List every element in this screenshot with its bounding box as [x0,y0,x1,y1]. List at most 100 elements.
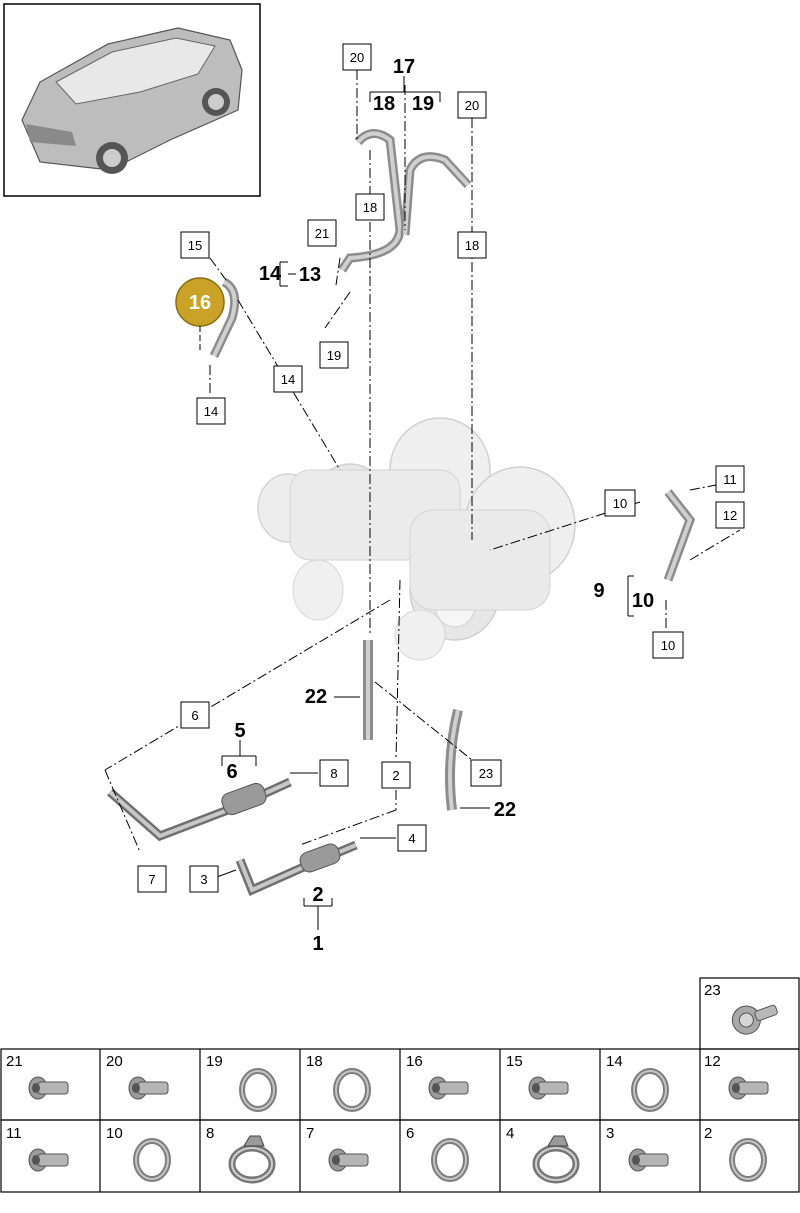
bolt-icon [728,1076,769,1100]
o-ring-icon [336,1071,368,1109]
callout-12[interactable]: 12 [715,501,745,529]
callout-10-top[interactable]: 10 [604,489,636,517]
callout-21[interactable]: 21 [307,219,337,247]
screw-washer-icon [731,1004,778,1035]
bolt-icon [28,1148,69,1172]
callout-10-bottom[interactable]: 10 [652,631,684,659]
turbocharger-assembly [257,417,576,661]
svg-text:19: 19 [206,1053,223,1070]
svg-text:10: 10 [613,496,627,511]
svg-text:6: 6 [191,708,198,723]
svg-text:12: 12 [723,508,737,523]
callout-18-left[interactable]: 18 [355,193,385,221]
parts-cell-20[interactable]: 20 [106,1053,169,1100]
parts-cell-14[interactable]: 14 [606,1053,666,1109]
svg-text:8: 8 [206,1125,214,1142]
svg-text:23: 23 [704,982,721,999]
o-ring-icon [634,1071,666,1109]
bolt-icon [128,1076,169,1100]
callout-4[interactable]: 4 [397,824,427,852]
callout-7[interactable]: 7 [137,865,167,893]
svg-text:15: 15 [506,1053,523,1070]
svg-text:18: 18 [363,200,377,215]
svg-text:2: 2 [704,1125,712,1142]
svg-text:7: 7 [148,872,155,887]
svg-text:21: 21 [315,226,329,241]
parts-cell-12[interactable]: 12 [704,1053,769,1100]
parts-cell-16[interactable]: 16 [406,1053,469,1100]
bolt-icon [28,1076,69,1100]
o-ring-icon [242,1071,274,1109]
parts-cell-3[interactable]: 3 [606,1125,669,1172]
callout-20-top[interactable]: 20 [342,43,372,71]
label-9: 9 [593,580,604,602]
label-13: 13 [299,264,321,286]
pipe-18-19 [338,129,472,273]
label-22-left: 22 [305,686,327,708]
svg-text:10: 10 [661,638,675,653]
hose-clamp-icon [536,1136,576,1180]
callout-19[interactable]: 19 [319,341,349,369]
pipe-10 [663,489,696,582]
svg-text:23: 23 [479,766,493,781]
svg-text:19: 19 [327,348,341,363]
svg-text:11: 11 [723,472,737,487]
parts-cell-21[interactable]: 21 [6,1053,69,1100]
highlight-callout-16[interactable]: 16 [175,277,225,327]
svg-text:18: 18 [306,1053,323,1070]
svg-text:14: 14 [281,372,295,387]
callout-23[interactable]: 23 [470,759,502,787]
callout-11[interactable]: 11 [715,465,745,493]
callout-14-left[interactable]: 14 [196,397,226,425]
parts-cell-2[interactable]: 2 [704,1125,764,1179]
hose-clamp-icon [232,1136,272,1180]
callout-6[interactable]: 6 [180,701,210,729]
svg-text:12: 12 [704,1053,721,1070]
svg-text:16: 16 [189,292,211,314]
o-ring-icon [434,1141,466,1179]
callout-3[interactable]: 3 [189,865,219,893]
svg-text:10: 10 [106,1125,123,1142]
pipe-5-6 [107,777,292,842]
label-14: 14 [259,263,282,285]
parts-table [0,977,800,1193]
parts-cell-23[interactable]: 23 [704,982,781,1038]
pipe-14 [209,277,240,358]
vehicle-icon [21,27,243,174]
svg-text:16: 16 [406,1053,423,1070]
label-18: 18 [373,93,395,115]
callout-14-middle[interactable]: 14 [273,365,303,393]
label-19: 19 [412,93,434,115]
callout-2[interactable]: 2 [381,761,411,789]
parts-cell-19[interactable]: 19 [206,1053,274,1109]
svg-text:21: 21 [6,1053,23,1070]
bolt-icon [428,1076,469,1100]
o-ring-icon [732,1141,764,1179]
svg-text:3: 3 [200,872,207,887]
callout-20-right[interactable]: 20 [457,91,487,119]
parts-cell-15[interactable]: 15 [506,1053,569,1100]
callout-18-right[interactable]: 18 [457,231,487,259]
callout-15[interactable]: 15 [180,231,210,259]
label-6: 6 [226,761,237,783]
parts-cell-6[interactable]: 6 [406,1125,466,1179]
parts-cell-11[interactable]: 11 [6,1125,69,1172]
parts-cell-7[interactable]: 7 [306,1125,369,1172]
svg-text:20: 20 [350,50,364,65]
svg-text:20: 20 [465,98,479,113]
label-10: 10 [632,590,654,612]
parts-cell-18[interactable]: 18 [306,1053,368,1109]
callout-8[interactable]: 8 [319,759,349,787]
svg-text:14: 14 [204,404,218,419]
svg-text:6: 6 [406,1125,414,1142]
parts-cell-10[interactable]: 10 [106,1125,168,1179]
bolt-icon [628,1148,669,1172]
svg-text:4: 4 [506,1125,514,1142]
label-1: 1 [312,933,323,955]
svg-text:8: 8 [330,766,337,781]
parts-cell-8[interactable]: 8 [206,1125,272,1180]
label-17: 17 [393,56,415,78]
svg-text:2: 2 [392,768,399,783]
parts-cell-4[interactable]: 4 [506,1125,576,1180]
